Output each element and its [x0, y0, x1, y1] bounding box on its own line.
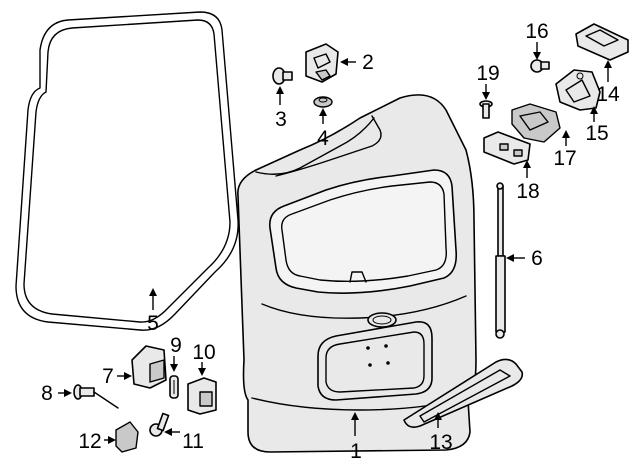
part-16-screw	[530, 59, 550, 73]
callout-3: 3	[275, 108, 287, 131]
callout-2: 2	[362, 51, 374, 74]
callout-4: 4	[317, 127, 329, 150]
part-6-strut	[495, 182, 506, 339]
part-9-clip	[169, 375, 179, 399]
part-17-cover	[511, 103, 561, 143]
callout-9: 9	[170, 334, 182, 357]
callout-10: 10	[192, 341, 215, 364]
part-14-handle	[575, 23, 629, 61]
callout-16: 16	[525, 20, 548, 43]
callout-13: 13	[429, 431, 452, 454]
part-4-bumper	[313, 96, 333, 108]
callout-17: 17	[553, 147, 576, 170]
part-8-pin	[73, 384, 119, 409]
part-1-liftgate	[237, 94, 477, 453]
callout-8: 8	[41, 382, 53, 405]
part-11-bolt	[149, 412, 170, 437]
callout-18: 18	[516, 180, 539, 203]
callout-6: 6	[531, 247, 543, 270]
part-19-bolt	[479, 100, 493, 119]
leader-arrows	[58, 42, 612, 444]
part-3-bolt	[272, 67, 293, 85]
part-18-switch	[483, 131, 531, 165]
callout-labels: 1 2 3 4 5 6 7 8 9 10 11 12 13 14 15 16 1…	[41, 20, 620, 463]
part-15-latch	[555, 69, 601, 111]
callout-7: 7	[102, 365, 114, 388]
callout-5: 5	[147, 312, 159, 335]
part-7-bracket	[131, 345, 167, 389]
callout-15: 15	[585, 122, 608, 145]
callout-19: 19	[476, 62, 499, 85]
callout-12: 12	[78, 430, 101, 453]
part-2-hinge	[305, 43, 339, 83]
part-12-cap	[115, 421, 139, 453]
callout-1: 1	[350, 440, 362, 463]
callout-11: 11	[182, 430, 204, 453]
callout-14: 14	[596, 83, 620, 106]
part-13-molding	[403, 358, 524, 428]
part-5-weatherstrip	[15, 11, 239, 331]
part-10-block	[187, 377, 217, 415]
